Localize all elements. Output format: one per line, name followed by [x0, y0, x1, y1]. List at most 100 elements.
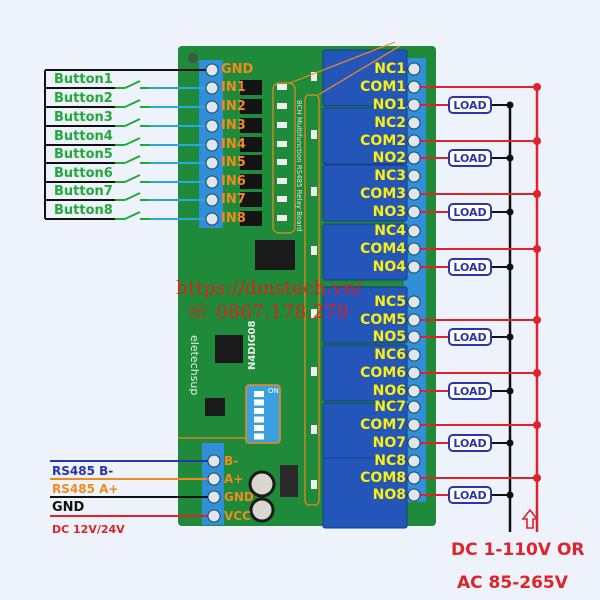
dip-switch-lever	[254, 399, 264, 406]
terminal-screw	[407, 205, 421, 219]
terminal-screw	[207, 472, 221, 486]
relay-led	[311, 187, 317, 196]
optocoupler	[240, 211, 262, 226]
gnd-wire-label: GND	[52, 500, 85, 515]
terminal-screw	[407, 98, 421, 112]
terminal-screw	[205, 138, 219, 152]
board-model: N4DIG08	[247, 320, 258, 370]
relay-terminal-label-com: COM5	[360, 312, 406, 328]
optocoupler	[240, 174, 262, 189]
input-terminal-label: IN5	[221, 155, 246, 170]
relay-terminal-label-no: NO7	[372, 435, 406, 451]
terminal-screw	[205, 63, 219, 77]
terminal-label-vcc: VCC	[224, 509, 251, 523]
dip-switch-lever	[254, 408, 264, 414]
junction-dot	[533, 316, 541, 324]
relay-led	[311, 130, 317, 139]
junction-dot	[506, 208, 514, 216]
relay-led	[311, 367, 317, 376]
terminal-screw	[407, 471, 421, 485]
junction-dot	[506, 333, 514, 341]
load-box: LOAD	[448, 96, 492, 114]
relay	[322, 164, 408, 222]
relay	[322, 107, 408, 165]
capacitor	[248, 470, 276, 498]
dip-switch-lever	[254, 416, 264, 423]
relay-terminal-label-no: NO3	[372, 204, 406, 220]
button-label: Button1	[54, 72, 113, 87]
junction-dot	[533, 245, 541, 253]
rs485-b-wire-label: RS485 B-	[52, 464, 114, 478]
relay-led-outline	[304, 94, 320, 506]
led-outline	[272, 82, 296, 234]
input-terminal-label: IN8	[221, 211, 246, 226]
relay-terminal-label-no: NO5	[372, 329, 406, 345]
input-led	[277, 141, 287, 147]
board-description: 8CH Multifunction RS485 Relay Board	[295, 100, 303, 232]
junction-dot	[506, 154, 514, 162]
terminal-screw	[407, 260, 421, 274]
optocoupler	[240, 192, 262, 207]
load-box: LOAD	[448, 382, 492, 400]
junction-dot	[533, 474, 541, 482]
relay-terminal-label-nc: NC4	[374, 223, 406, 239]
terminal-screw	[407, 418, 421, 432]
terminal-screw	[407, 436, 421, 450]
terminal-screw	[205, 175, 219, 189]
load-box: LOAD	[448, 328, 492, 346]
relay-led	[311, 309, 317, 318]
terminal-screw	[205, 212, 219, 226]
terminal-screw	[407, 224, 421, 238]
switch-contact	[124, 99, 141, 108]
input-terminal-label: IN4	[221, 137, 246, 152]
terminal-screw	[205, 100, 219, 114]
load-supply-line2: AC 85-265V	[457, 573, 568, 593]
relay-led	[311, 425, 317, 434]
terminal-screw	[407, 242, 421, 256]
load-box: LOAD	[448, 203, 492, 221]
junction-dot	[533, 421, 541, 429]
capacitor	[249, 497, 275, 523]
switch-contact	[124, 137, 141, 146]
relay	[322, 49, 408, 107]
terminal-screw	[407, 134, 421, 148]
terminal-screw	[205, 156, 219, 170]
input-led	[277, 84, 287, 90]
relay	[322, 223, 408, 281]
rs485-a-wire-label: RS485 A+	[52, 482, 119, 496]
switch-contact	[124, 80, 141, 89]
junction-dot	[533, 83, 541, 91]
switch-contact	[124, 118, 141, 127]
terminal-screw	[207, 509, 221, 523]
watermark-url: https://dmstech.vn/	[176, 277, 362, 299]
load-box: LOAD	[448, 434, 492, 452]
relay-terminal-label-no: NO8	[372, 487, 406, 503]
optocoupler	[240, 118, 262, 133]
terminal-screw	[407, 384, 421, 398]
relay-terminal-label-com: COM8	[360, 470, 406, 486]
junction-dot	[533, 190, 541, 198]
terminal-screw	[205, 119, 219, 133]
relay-terminal-label-no: NO4	[372, 259, 406, 275]
dc-supply-wire-label: DC 12V/24V	[52, 523, 125, 536]
relay-terminal-label-com: COM4	[360, 241, 406, 257]
switch-contact	[124, 211, 141, 220]
junction-dot	[506, 439, 514, 447]
button-label: Button3	[54, 110, 113, 125]
watermark-phone: ☏ 0867.178.279	[186, 301, 349, 323]
terminal-screw	[407, 80, 421, 94]
input-terminal-label: IN6	[221, 174, 246, 189]
input-led	[277, 103, 287, 109]
terminal-screw	[407, 187, 421, 201]
relay-led	[311, 246, 317, 255]
relay	[322, 344, 408, 402]
pointer-line	[317, 45, 401, 96]
input-led	[277, 159, 287, 165]
relay-terminal-label-nc: NC7	[374, 399, 406, 415]
relay-terminal-label-com: COM2	[360, 133, 406, 149]
relay-terminal-label-no: NO1	[372, 97, 406, 113]
terminal-label-a: A+	[224, 472, 244, 486]
relay	[322, 457, 408, 529]
junction-dot	[506, 101, 514, 109]
